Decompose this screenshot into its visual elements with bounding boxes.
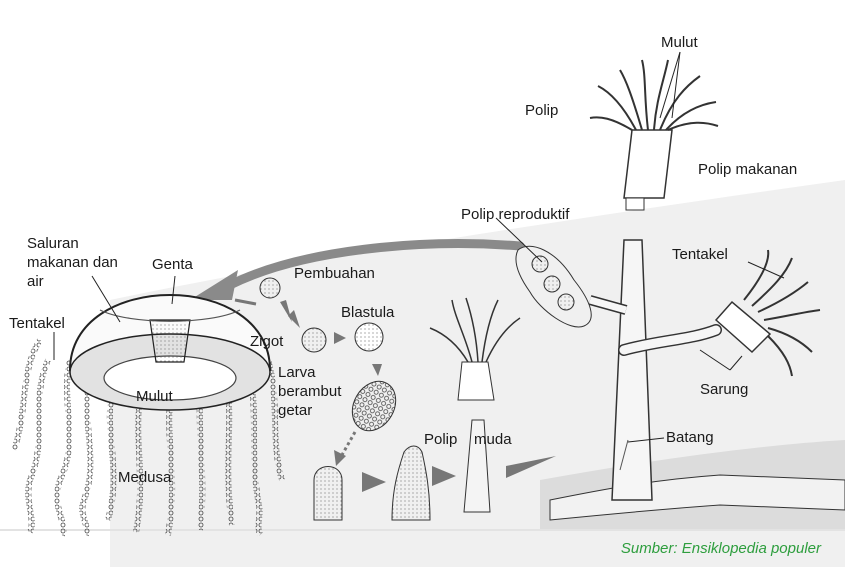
label-blastula: Blastula — [341, 303, 394, 322]
label-zigot: Zigot — [250, 332, 283, 351]
label-polip-makanan: Polip makanan — [698, 160, 797, 179]
label-batang: Batang — [666, 428, 714, 447]
label-polip-muda: Polip muda — [424, 430, 512, 449]
label-mulut-medusa: Mulut — [136, 387, 173, 406]
label-polip-reproduktif: Polip reproduktif — [461, 205, 569, 224]
label-pembuahan: Pembuahan — [294, 264, 375, 283]
label-medusa: Medusa — [118, 468, 171, 487]
label-sarung: Sarung — [700, 380, 748, 399]
label-mulut-top: Mulut — [661, 33, 698, 52]
feeding-polyp-top — [590, 60, 718, 210]
label-tentakel-left: Tentakel — [9, 314, 65, 333]
label-saluran-makanan: Saluran makanan dan air — [27, 234, 122, 291]
label-polip: Polip — [525, 101, 558, 120]
source-caption: Sumber: Ensiklopedia populer — [621, 540, 821, 557]
label-genta: Genta — [152, 255, 193, 274]
label-tentakel-right: Tentakel — [672, 245, 728, 264]
label-larva: Larva berambut getar — [278, 363, 358, 420]
